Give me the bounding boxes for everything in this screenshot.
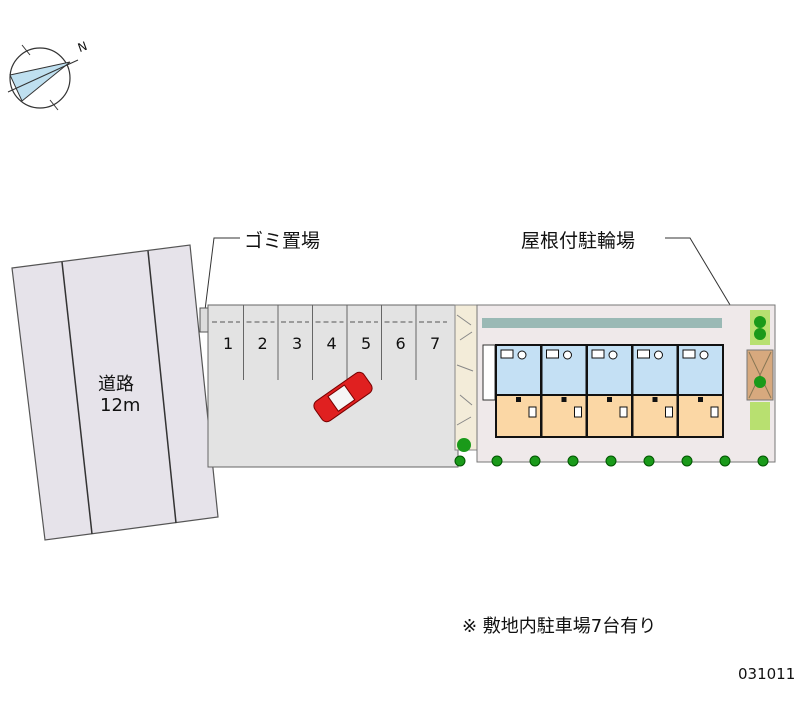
road-width: 12m [100,395,141,416]
tree-icon [529,455,541,467]
tree-icon [491,455,503,467]
tree-icon [454,455,466,467]
tree-icon [757,455,769,467]
apartment-unit [631,344,679,438]
parking-space-number: 4 [326,334,337,353]
compass-icon [7,44,79,111]
tree-icon [754,316,766,328]
bicycle-parking-label: 屋根付駐輪場 [521,230,636,252]
tree-icon [681,455,693,467]
parking-space-number: 7 [430,334,441,353]
stairs [482,344,496,401]
tree-icon [605,455,617,467]
parking-note: ※ 敷地内駐車場7台有り [462,616,657,637]
parking-space-number: 3 [292,334,303,353]
apartment-unit [495,344,542,438]
tree-icon [719,455,731,467]
apartment-unit [540,344,588,438]
tree-icon [754,376,766,388]
trees [454,316,769,467]
property-code: 031011 [738,665,796,683]
road-name: 道路 [98,374,134,395]
parking-space-number: 2 [257,334,268,353]
parking-space-number: 1 [223,334,234,353]
stone-paving [454,304,478,451]
apartment-unit [586,344,633,438]
apartment-units [495,344,724,438]
garbage-label: ゴミ置場 [244,230,321,252]
parking-space-number: 5 [361,334,372,353]
parking-space-number: 6 [395,334,406,353]
parking-lot [207,304,459,468]
apartment-unit [677,344,724,438]
tree-icon [754,328,766,340]
parking-spaces [212,305,447,380]
garbage-leader-line [204,237,240,311]
road [11,244,219,541]
car-icon [313,371,373,423]
tree-icon [643,455,655,467]
tree-icon [457,438,471,452]
tree-icon [567,455,579,467]
planter [750,402,770,430]
eaves [482,318,722,328]
